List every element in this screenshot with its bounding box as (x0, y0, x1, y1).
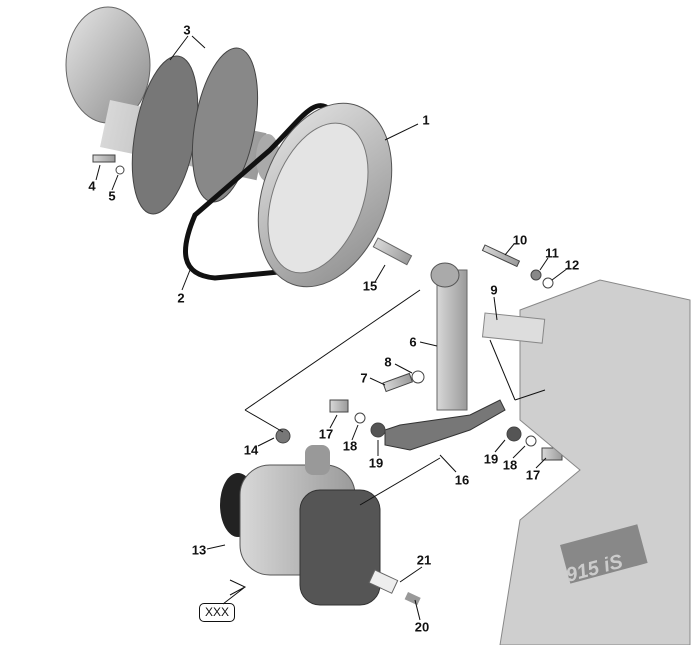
callout-15: 15 (362, 278, 378, 294)
bracket-16 (384, 399, 506, 451)
callout-21: 21 (416, 552, 432, 568)
callout-5: 5 (108, 188, 116, 204)
leader-lines (95, 35, 569, 621)
callout-2: 2 (177, 290, 185, 306)
callout-18-right: 18 (502, 457, 518, 473)
callout-17-left: 17 (318, 426, 334, 442)
callout-3: 3 (183, 22, 191, 38)
callout-10: 10 (512, 232, 528, 248)
callout-6: 6 (409, 334, 417, 350)
callout-11: 11 (545, 245, 559, 261)
alternator (220, 445, 381, 606)
callout-19-right: 19 (483, 451, 499, 467)
callout-1: 1 (422, 112, 430, 128)
engine-block: 915 iS (481, 279, 691, 645)
pulley (257, 102, 393, 288)
bolt-15 (372, 237, 413, 266)
callout-19-left: 19 (368, 455, 384, 471)
callout-8: 8 (384, 354, 392, 370)
callout-13: 13 (191, 542, 207, 558)
callout-7: 7 (360, 370, 368, 386)
bracket-6 (430, 262, 468, 411)
callout-12: 12 (564, 257, 580, 273)
callout-20: 20 (414, 619, 430, 635)
reference-box: XXX (199, 603, 235, 622)
terminal-20 (404, 592, 421, 606)
callout-16: 16 (454, 472, 470, 488)
callout-17-right: 17 (525, 467, 541, 483)
connector-21 (368, 569, 399, 594)
callout-14: 14 (243, 442, 259, 458)
callout-4: 4 (88, 178, 96, 194)
callout-18-left: 18 (342, 438, 358, 454)
flange-plates (131, 47, 259, 215)
callout-9: 9 (490, 282, 498, 298)
